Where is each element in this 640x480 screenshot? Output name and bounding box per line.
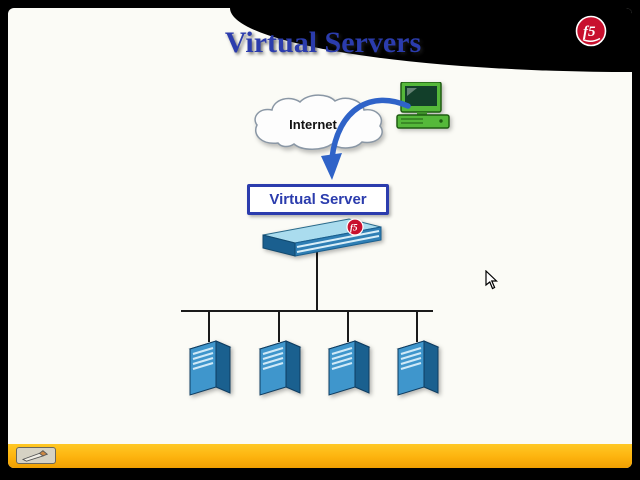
appliance-f5-ball <box>346 218 364 236</box>
connector-line-vertical <box>316 250 318 312</box>
server-tower-icon <box>397 340 439 396</box>
mouse-cursor-icon <box>485 270 498 290</box>
connector-stub-3 <box>347 310 349 342</box>
annotation-toolbar <box>8 444 632 468</box>
bigip-appliance-icon: f5 <box>262 218 382 257</box>
connector-stub-1 <box>208 310 210 342</box>
request-arrow-icon <box>321 97 411 180</box>
server-tower-icon <box>328 340 370 396</box>
f5-logo: f5 <box>575 15 607 47</box>
f5-logo-text: f5 <box>583 24 596 40</box>
connector-stub-2 <box>278 310 280 342</box>
server-tower-icon <box>259 340 301 396</box>
connector-stub-4 <box>416 310 418 342</box>
internet-label: Internet <box>289 117 337 132</box>
virtual-server-box: Virtual Server <box>247 184 389 215</box>
appliance-badge-text: f5 <box>350 223 358 233</box>
slide-title: Virtual Servers <box>224 26 422 59</box>
server-tower-icon <box>189 340 231 396</box>
virtual-server-label: Virtual Server <box>269 191 367 208</box>
pen-tool-button[interactable] <box>16 447 56 464</box>
connector-line-bus <box>181 310 433 312</box>
presentation-slide: Virtual Servers f5 Internet Virtual Serv… <box>8 8 632 468</box>
internet-cloud-icon <box>254 94 383 150</box>
client-computer-icon <box>396 82 450 129</box>
pencil-icon <box>21 450 49 462</box>
